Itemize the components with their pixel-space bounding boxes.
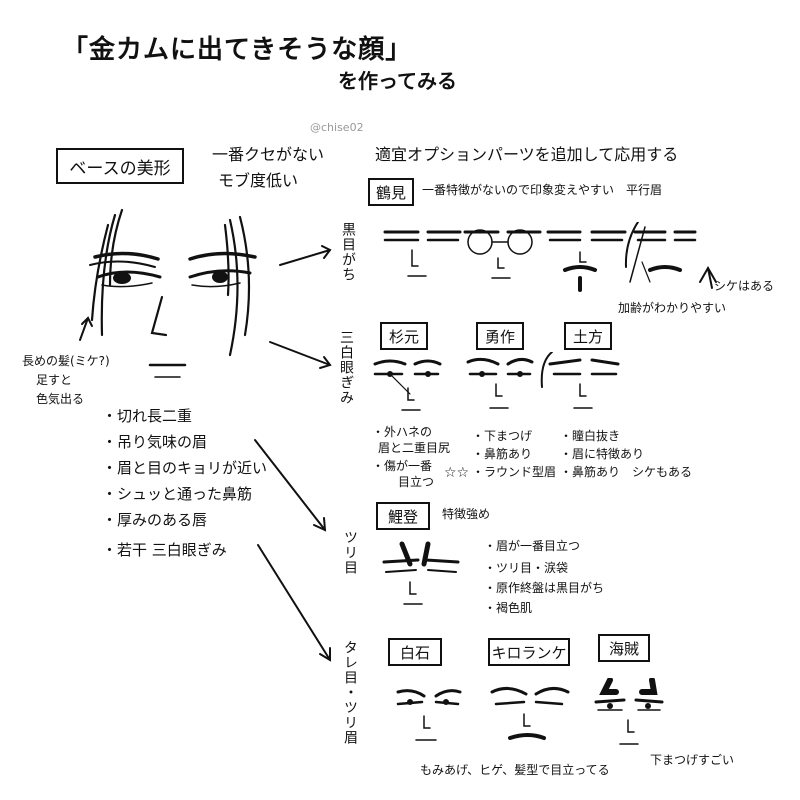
yusaku-name: 勇作 [484,327,515,346]
base-label: ベースの美形 [69,158,171,179]
trait-6: ・若干 三白眼ぎみ [102,541,227,559]
base-label-box: ベースの美形 [56,148,184,184]
tsurumi-faces [383,222,697,292]
arrow-to-hair [79,317,89,341]
trait-1: ・切れ長二重 [102,407,193,425]
base-face-drawing [89,208,257,378]
row4-bottom-note: もみあげ、ヒゲ、髪型で目立ってる [420,763,610,777]
arrow-to-tare [257,544,331,661]
star-icon: ☆☆ [444,465,470,481]
koito-note-2: ・ツリ目・涙袋 [484,561,569,575]
kiroranke-name-box: キロランケ [488,638,570,666]
hair-note-3: 色気出る [36,392,85,406]
group-label-kurome: 黒目がち [340,222,356,282]
koito-face [382,541,460,605]
koito-note-1: ・眉が一番目立つ [484,539,581,553]
tsurumi-scar-note: シケはある [714,279,775,293]
yusaku-name-box: 勇作 [476,322,524,350]
row4-right-note: 下まつげすごい [650,753,735,767]
kiroranke-name: キロランケ [491,643,567,662]
trait-2: ・吊り気味の眉 [102,433,208,451]
credit-handle: @chise02 [310,121,364,134]
group-label-tsurime: ツリ目 [342,530,358,575]
hijikata-note-1: ・瞳白抜き [560,429,621,443]
tsurumi-age-note: 加齢がわかりやすい [618,301,727,315]
hijikata-note-2: ・眉に特徴あり [560,447,645,461]
hair-note-2: 足すと [36,373,73,387]
tsurumi-name: 鶴見 [375,183,406,202]
arrow-scar [707,267,713,289]
sugimoto-note-1: ・外ハネの [372,425,433,439]
page-title: 「金カムに出てきそうな顔」 [62,35,413,65]
arrow-to-sanpaku [269,341,331,366]
koito-desc: 特徴強め [442,507,491,521]
trait-5: ・厚みのある唇 [102,511,208,529]
row4-faces [396,678,664,745]
group-label-tare: タレ目・ツリ眉 [342,640,358,745]
koito-note-3: ・原作終盤は黒目がち [484,581,605,595]
pirate-name-box: 海賊 [598,634,650,662]
arrow-head-hair [81,316,93,327]
yusaku-note-1: ・下まつげ [472,429,533,443]
sugimoto-note-4: 目立つ [398,475,435,489]
koito-name: 鯉登 [387,507,418,526]
hijikata-name: 土方 [572,327,603,346]
arrow-head-tsurime [313,517,327,532]
sugimoto-name: 杉元 [388,327,419,346]
base-note-1: 一番クセがない [212,145,325,164]
yusaku-note-2: ・鼻筋あり [472,447,533,461]
row2-faces [373,352,620,411]
page-subtitle: を作ってみる [338,69,457,93]
arrow-head-sanpaku [319,356,332,369]
group-label-sanpaku: 三白眼ぎみ [338,330,354,405]
pirate-name: 海賊 [608,639,639,658]
shiraishi-name-box: 白石 [388,638,442,666]
hair-note-1: 長めの髪(ミケ?) [22,354,110,368]
yusaku-note-3: ・ラウンド型眉 [472,465,557,479]
koito-name-box: 鯉登 [376,502,430,530]
tsurumi-desc: 一番特徴がないので印象変えやすい 平行眉 [422,183,663,197]
options-header: 適宜オプションパーツを追加して応用する [375,145,679,164]
sugimoto-note-3: ・傷が一番 [372,459,433,473]
sugimoto-note-2: 眉と二重目尻 [378,441,451,455]
arrow-to-tsurime [254,439,326,531]
koito-note-4: ・褐色肌 [484,601,533,615]
arrow-to-kurome [279,249,331,266]
arrow-head-kurome [321,245,332,259]
trait-3: ・眉と目のキョリが近い [102,459,268,477]
trait-4: ・シュッと通った鼻筋 [102,485,253,503]
hijikata-name-box: 土方 [564,322,612,350]
hijikata-note-3: ・鼻筋あり シケもある [560,465,693,479]
arrow-head-tare [319,647,331,662]
sugimoto-name-box: 杉元 [380,322,428,350]
base-note-2: モブ度低い [218,171,299,190]
shiraishi-name: 白石 [399,643,430,662]
tsurumi-name-box: 鶴見 [368,178,414,206]
